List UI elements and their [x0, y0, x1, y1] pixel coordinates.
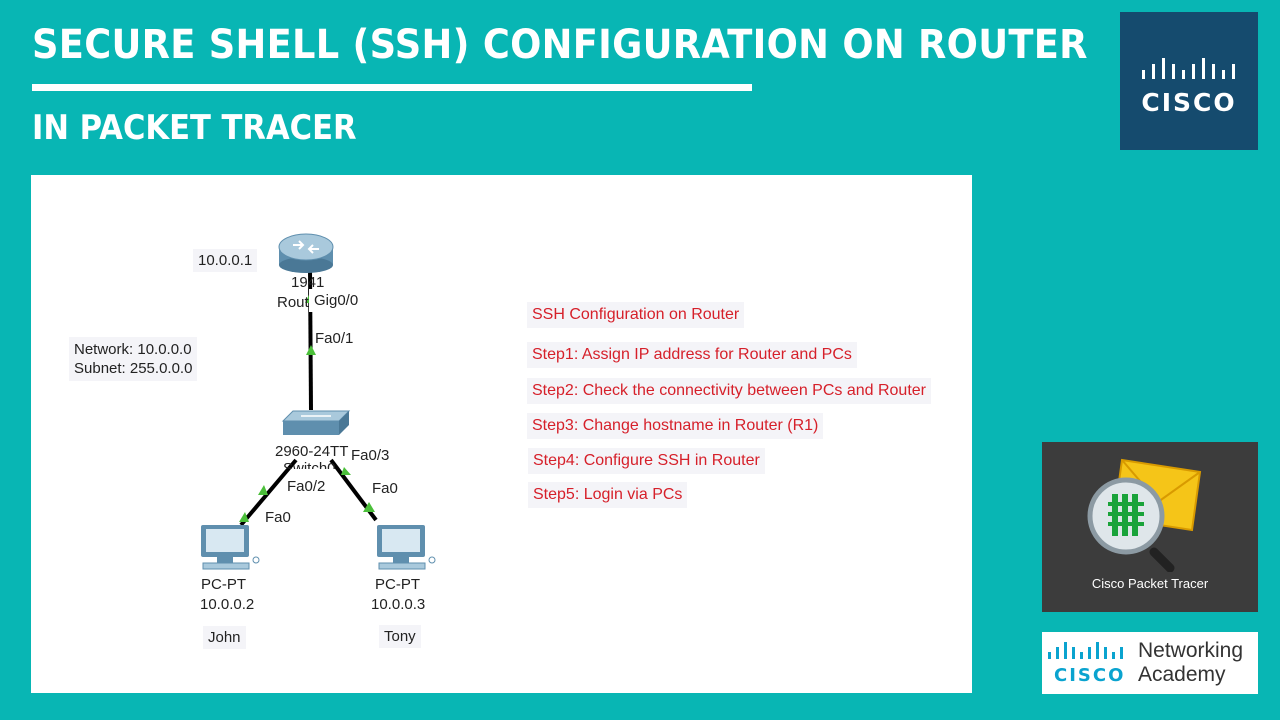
topology-links	[201, 233, 436, 570]
cisco-logo-badge: CISCO	[1120, 12, 1258, 150]
switch-model-label: 2960-24TT	[275, 443, 349, 460]
link-up-indicator	[363, 502, 375, 512]
netacad-line1: Networking	[1138, 639, 1244, 662]
cisco-logo-text: CISCO	[1141, 88, 1237, 117]
step-item: Step1: Assign IP address for Router and …	[527, 342, 857, 368]
link-up-indicator	[239, 512, 249, 522]
pc1-user: Tony	[379, 625, 421, 648]
router-name-label: Router0	[277, 294, 317, 311]
page-title: SECURE SHELL (SSH) CONFIGURATION ON ROUT…	[32, 22, 1088, 68]
pc-icon[interactable]	[377, 525, 436, 570]
step-item: Step3: Change hostname in Router (R1)	[527, 413, 824, 439]
netacad-cisco-word: CISCO	[1054, 665, 1126, 686]
cisco-bars-icon	[1142, 58, 1235, 79]
pc1-ip: 10.0.0.3	[371, 596, 426, 613]
step-item: Step5: Login via PCs	[528, 482, 688, 508]
router-port-gig0: Gig0/0	[309, 289, 364, 312]
step-item: Step4: Configure SSH in Router	[528, 448, 765, 474]
router-ip-label: 10.0.0.1	[193, 249, 258, 272]
pc0-ip: 10.0.0.2	[200, 596, 255, 613]
router-port-fa0-1: Fa0/1	[315, 330, 354, 347]
page-subtitle: IN PACKET TRACER	[32, 108, 357, 148]
link-up-indicator	[341, 467, 351, 475]
cisco-bars-icon	[1048, 642, 1123, 659]
link-switch-pc0	[239, 458, 298, 527]
packet-tracer-caption: Cisco Packet Tracer	[1091, 576, 1209, 591]
switch-icon[interactable]	[281, 410, 351, 435]
packet-tracer-card: Cisco Packet Tracer	[1042, 442, 1258, 612]
netacad-line2: Academy	[1138, 663, 1226, 686]
title-underline	[32, 84, 752, 91]
link-up-indicator	[306, 345, 316, 355]
pc0-port: Fa0	[265, 509, 291, 526]
pc0-type: PC-PT	[201, 576, 246, 593]
netacad-title: Networking Academy	[1138, 639, 1243, 687]
network-address: Network: 10.0.0.0	[74, 341, 192, 358]
magnifier-envelope-icon	[1087, 458, 1202, 572]
steps-heading: SSH Configuration on Router	[527, 302, 745, 328]
link-up-indicator	[258, 485, 268, 495]
switch-name-label: Switch0	[283, 460, 336, 469]
networking-academy-logo: CISCO Networking Academy	[1042, 632, 1258, 694]
pc1-type: PC-PT	[375, 576, 420, 593]
pc1-port: Fa0	[372, 480, 398, 497]
step-item: Step2: Check the connectivity between PC…	[527, 378, 931, 404]
router-model-label: 1941	[291, 274, 325, 291]
pc0-user: John	[203, 626, 246, 649]
subnet-mask: Subnet: 255.0.0.0	[74, 360, 193, 377]
switch-port-fa0-3: Fa0/3	[351, 447, 390, 464]
network-note: Network: 10.0.0.0 Subnet: 255.0.0.0	[69, 337, 198, 381]
switch-port-fa0-2: Fa0/2	[287, 478, 326, 495]
topology-canvas: 10.0.0.1 1941 Router0 Gig0/0 Fa0/1 Netwo…	[31, 175, 972, 693]
pc-icon[interactable]	[201, 525, 260, 570]
router-icon[interactable]	[278, 233, 334, 273]
